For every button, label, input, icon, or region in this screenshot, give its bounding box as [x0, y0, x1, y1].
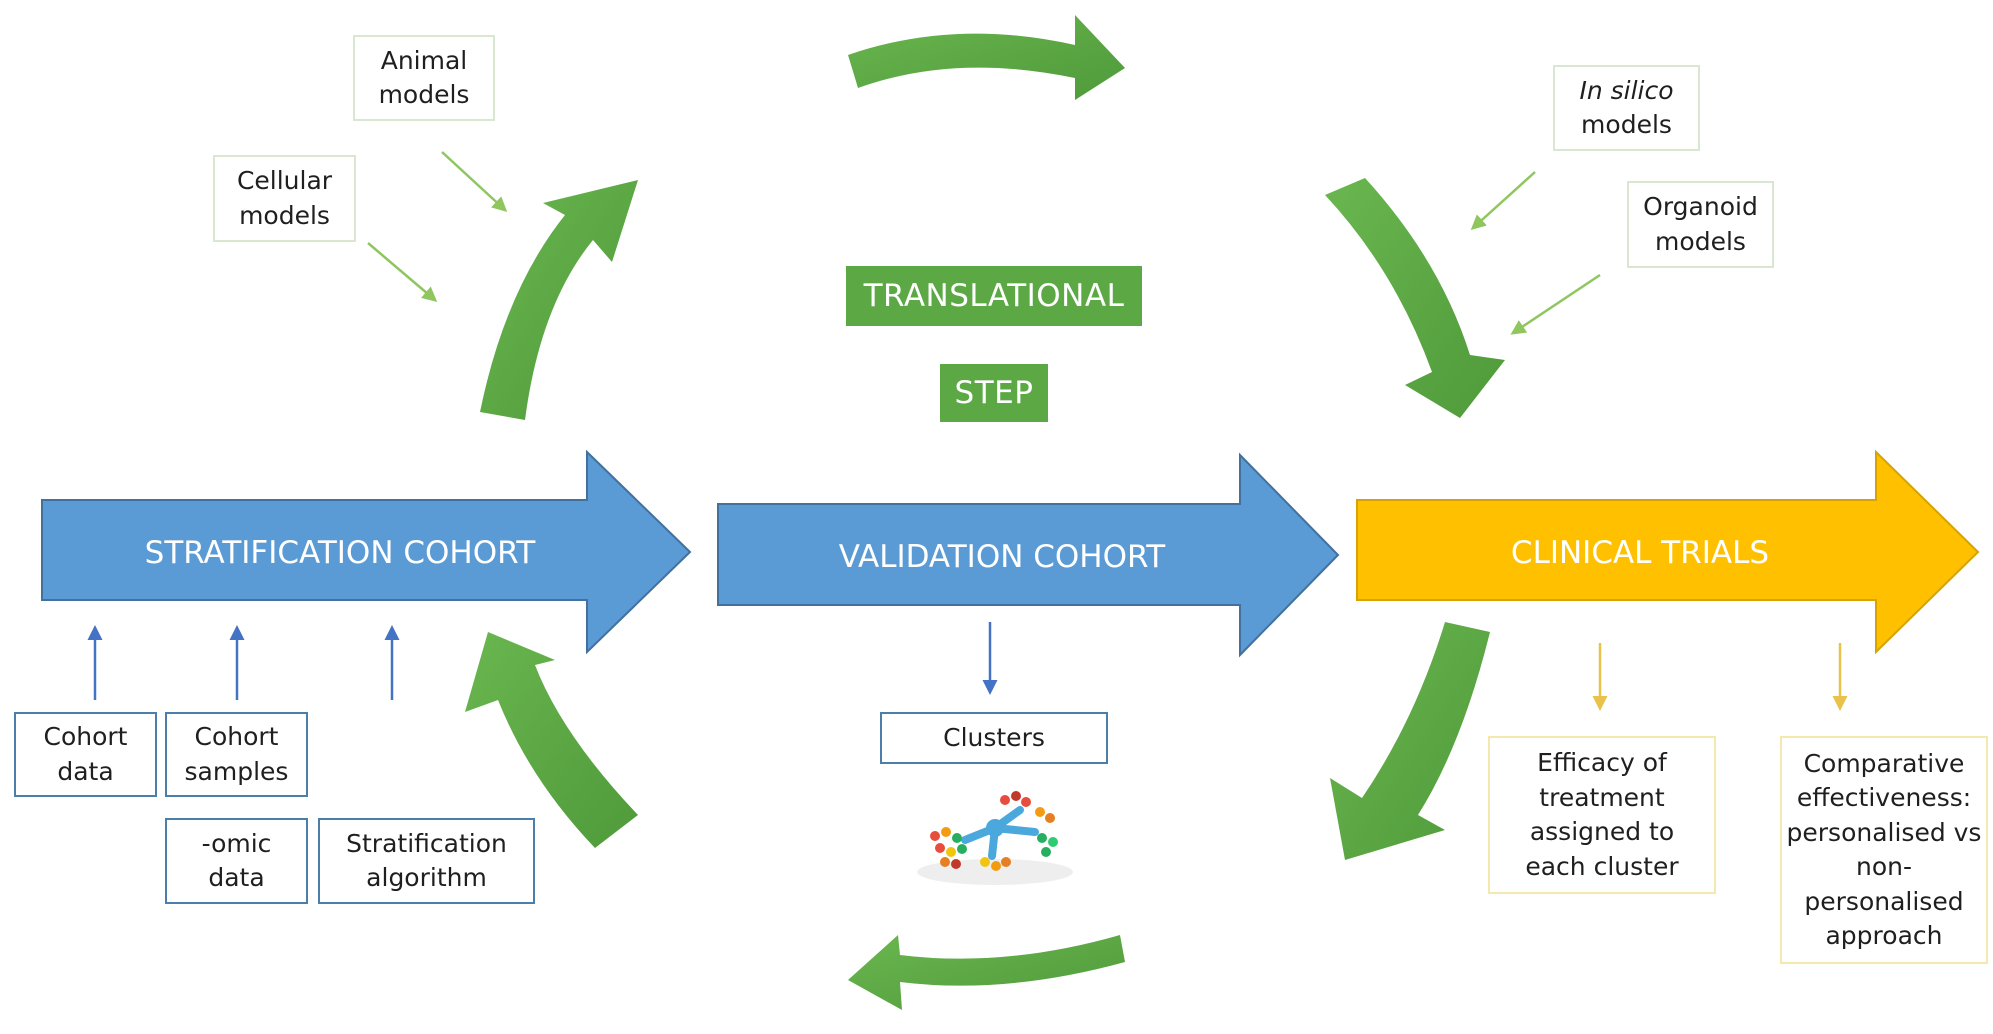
cycle-arrow-upper-left-icon — [480, 180, 638, 420]
clusters-box: Clusters — [880, 712, 1108, 764]
stratification-cohort-arrow — [41, 449, 692, 655]
cycle-arrow-upper-right-icon — [1325, 178, 1505, 418]
in-silico-models-pointer — [1470, 171, 1536, 231]
people-network-icon — [917, 791, 1073, 885]
comparative-effectiveness-box: Comparative effectiveness: personalised … — [1780, 736, 1988, 964]
cellular-models-pointer — [367, 242, 438, 302]
clinical-trials-arrow — [1356, 449, 1980, 655]
translational-tag: TRANSLATIONAL — [846, 266, 1142, 326]
cycle-arrow-bottom-icon — [848, 935, 1125, 1010]
clinical-trials-label: CLINICAL TRIALS — [1511, 535, 1769, 571]
efficacy-box: Efficacy of treatment assigned to each c… — [1488, 736, 1716, 894]
stratification-cohort-label: STRATIFICATION COHORT — [145, 535, 537, 571]
organoid-models-pointer — [1510, 273, 1601, 335]
animal-models-pointer — [441, 151, 508, 213]
validation-cohort-label: VALIDATION COHORT — [839, 539, 1167, 575]
cycle-arrow-top-icon — [848, 15, 1125, 100]
step-tag: STEP — [940, 364, 1048, 422]
cycle-arrow-lower-left-icon — [465, 632, 638, 848]
validation-cohort-arrow — [717, 452, 1340, 658]
cycle-arrow-lower-right-icon — [1330, 622, 1490, 860]
